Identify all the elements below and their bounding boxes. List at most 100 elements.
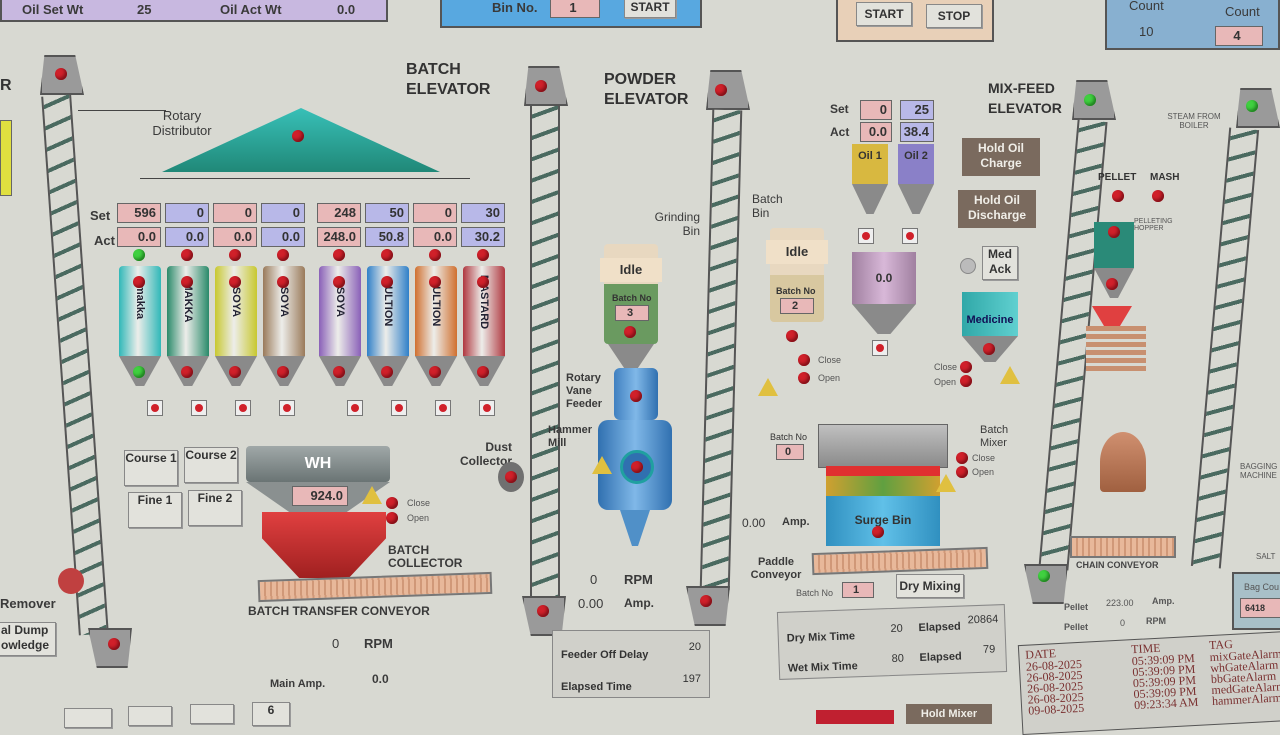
bottom-tab[interactable] xyxy=(64,708,112,728)
grinding-batch-no: 3 xyxy=(615,305,649,321)
close-label: Close xyxy=(972,453,996,463)
dry-mix-time-label: Dry Mix Time xyxy=(786,630,856,645)
count2-value: 4 xyxy=(1215,26,1263,46)
red-button[interactable] xyxy=(816,710,894,724)
oil1-valve[interactable] xyxy=(858,228,874,244)
paddle-conveyor-label: Paddle Conveyor xyxy=(750,556,802,581)
bin-feeder-valve[interactable] xyxy=(279,400,295,416)
batch-no-label: Batch No xyxy=(776,286,816,296)
bin-act-7: 0.0 xyxy=(413,227,457,247)
bin-set-4[interactable]: 0 xyxy=(261,203,305,223)
acknowledge-label: owledge xyxy=(1,638,50,652)
bin-name: makka xyxy=(134,284,146,320)
oil-weight-panel: Oil Set Wt 25 Oil Act Wt 0.0 xyxy=(0,0,388,22)
open-label: Open xyxy=(934,377,957,387)
elapsed2-value: 79 xyxy=(982,643,996,656)
pellet-rpm-unit: RPM xyxy=(1146,616,1166,626)
bin-discharge-indicator xyxy=(381,366,393,378)
bin-set-3[interactable]: 0 xyxy=(213,203,257,223)
count-panel: Count 10 Count 4 xyxy=(1105,0,1280,50)
stop-button[interactable]: STOP xyxy=(926,4,982,28)
bin-feeder-valve[interactable] xyxy=(191,400,207,416)
bag-count-label: Bag Cou xyxy=(1244,582,1280,592)
powder-amp-label: Amp. xyxy=(624,596,654,610)
bin-set-8[interactable]: 30 xyxy=(461,203,505,223)
bin-act-5: 248.0 xyxy=(317,227,361,247)
bin-level-indicator xyxy=(477,276,489,288)
fine-2-button[interactable]: Fine 2 xyxy=(188,490,242,526)
batch-no-label: Batch No xyxy=(612,293,652,303)
bottom-tab[interactable] xyxy=(128,706,172,726)
oil1-set[interactable]: 0 xyxy=(860,100,892,120)
bin-set-6[interactable]: 50 xyxy=(365,203,409,223)
powder-elevator-title: POWDER ELEVATOR xyxy=(604,71,689,108)
paddle-conveyor xyxy=(811,546,989,576)
hold-oil-discharge-button[interactable]: Hold Oil Discharge xyxy=(958,190,1036,228)
fine-1-button[interactable]: Fine 1 xyxy=(128,492,182,528)
left-edge-title: R xyxy=(0,77,12,94)
open-indicator xyxy=(798,372,810,384)
bin-feeder-valve[interactable] xyxy=(347,400,363,416)
open-indicator xyxy=(956,466,968,478)
grinding-bin-label: Grinding Bin xyxy=(654,210,700,238)
bin-feeder-valve[interactable] xyxy=(435,400,451,416)
bin-set-2[interactable]: 0 xyxy=(165,203,209,223)
warning-icon xyxy=(1000,366,1020,384)
hold-oil-charge-button[interactable]: Hold Oil Charge xyxy=(962,138,1040,176)
status-indicator xyxy=(715,84,727,96)
status-indicator xyxy=(535,80,547,92)
mixer-gate xyxy=(826,476,940,496)
elapsed-time-value: 197 xyxy=(682,673,701,685)
status-indicator xyxy=(872,526,884,538)
start-button[interactable]: START xyxy=(624,0,676,18)
bin-feeder-valve[interactable] xyxy=(391,400,407,416)
cooler xyxy=(1100,432,1146,492)
conditioner xyxy=(1086,326,1146,372)
bin-feeder-valve[interactable] xyxy=(479,400,495,416)
course-1-button[interactable]: Course 1 xyxy=(124,450,178,486)
med-ack-button[interactable]: Med Ack xyxy=(982,246,1018,280)
batch-elevator-title: BATCH ELEVATOR xyxy=(406,61,491,98)
bag-count-value: 6418 xyxy=(1240,598,1280,618)
oil2-set[interactable]: 25 xyxy=(900,100,934,120)
bottom-tab[interactable] xyxy=(190,704,234,724)
bin-gate-indicator xyxy=(429,249,441,261)
bin-set-7[interactable]: 0 xyxy=(413,203,457,223)
open-label: Open xyxy=(818,373,841,383)
batch-mixer-label: Batch Mixer xyxy=(980,424,1009,449)
bin-gate-indicator xyxy=(133,249,145,261)
left-elevator xyxy=(41,94,109,636)
bin-feeder-valve[interactable] xyxy=(147,400,163,416)
bin-level-indicator xyxy=(381,276,393,288)
mixer-batch-no: 0 xyxy=(776,444,804,460)
dry-mixing-button[interactable]: Dry Mixing xyxy=(896,574,964,598)
bin-name: SOYA xyxy=(278,286,290,318)
status-indicator xyxy=(108,638,120,650)
grinding-bin-status: Idle xyxy=(600,258,662,282)
bin-set-1[interactable]: 596 xyxy=(117,203,161,223)
bin-name: SOYA xyxy=(230,286,242,318)
bin-set-5[interactable]: 248 xyxy=(317,203,361,223)
feeder-delay-table: Feeder Off Delay 20 Elapsed Time 197 xyxy=(552,630,710,698)
batch-bin-batch-no: 2 xyxy=(780,298,814,314)
bottom-tab-6[interactable]: 6 xyxy=(252,702,290,726)
surge-bin: Surge Bin xyxy=(826,496,940,546)
rpm-value: 0 xyxy=(332,636,340,651)
pipe-line xyxy=(78,110,166,111)
oil2-valve[interactable] xyxy=(902,228,918,244)
oil-discharge-valve[interactable] xyxy=(872,340,888,356)
bin-act-6: 50.8 xyxy=(365,227,409,247)
status-indicator xyxy=(631,461,643,473)
close-label: Close xyxy=(407,498,431,508)
start-button-2[interactable]: START xyxy=(856,2,912,26)
warning-icon xyxy=(592,456,612,474)
course-2-button[interactable]: Course 2 xyxy=(184,447,238,483)
bin-feeder-valve[interactable] xyxy=(235,400,251,416)
oil-tank-2: Oil 2 xyxy=(898,144,934,184)
bin-no-value[interactable]: 1 xyxy=(550,0,600,18)
rotary-vane-feeder-label: Rotary Vane Feeder xyxy=(566,372,603,410)
hold-mixer-button[interactable]: Hold Mixer xyxy=(906,704,992,724)
